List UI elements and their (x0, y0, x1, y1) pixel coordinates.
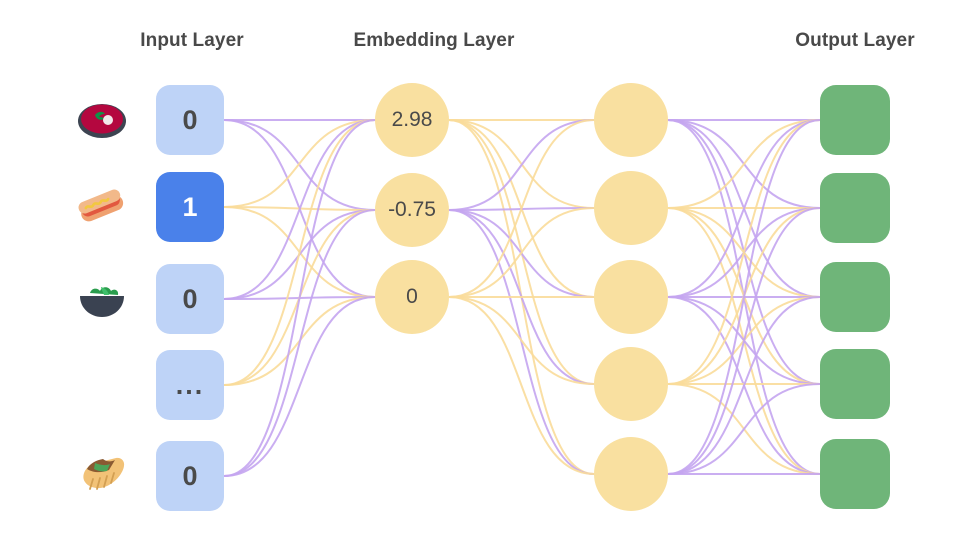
edge (667, 383, 821, 475)
hidden-node-2[interactable] (594, 260, 668, 334)
edge (667, 119, 821, 298)
input-node-1[interactable]: 1 (156, 172, 224, 242)
edge (667, 207, 821, 298)
edge (667, 296, 821, 385)
edge (223, 206, 376, 298)
output-node-3[interactable] (820, 349, 890, 419)
output-node-0[interactable] (820, 85, 890, 155)
edge (223, 209, 376, 386)
hidden-node-4[interactable] (594, 437, 668, 511)
burrito-icon (74, 448, 130, 504)
title-embedding-layer: Embedding Layer (353, 30, 515, 51)
input-node-3[interactable]: ... (156, 350, 224, 420)
edge (223, 296, 376, 300)
edge (667, 119, 821, 385)
edge (667, 383, 821, 475)
edge (667, 207, 821, 475)
output-node-2[interactable] (820, 262, 890, 332)
edge (223, 119, 376, 477)
edge (667, 207, 821, 475)
hot-dog-icon (74, 180, 130, 236)
edge (667, 296, 821, 385)
hidden-node-0[interactable] (594, 83, 668, 157)
edge (223, 206, 376, 211)
edge (223, 119, 376, 211)
edge (667, 296, 821, 475)
embedding-node-2[interactable]: 0 (375, 260, 449, 334)
edge (448, 119, 595, 385)
edge (667, 119, 821, 475)
edge (448, 207, 595, 211)
edge (448, 119, 595, 209)
edge (448, 207, 595, 298)
edge (667, 207, 821, 298)
edge (223, 296, 376, 386)
edge (448, 119, 595, 298)
edge (223, 209, 376, 300)
edge (223, 119, 376, 298)
edge (223, 119, 376, 386)
output-node-4[interactable] (820, 439, 890, 509)
edge (448, 209, 595, 298)
meat-dish-icon (74, 92, 130, 148)
edge (223, 119, 376, 300)
edge (667, 119, 821, 298)
input-node-4[interactable]: 0 (156, 441, 224, 511)
hidden-node-1[interactable] (594, 171, 668, 245)
edge (223, 296, 376, 477)
edge (667, 119, 821, 385)
input-node-2[interactable]: 0 (156, 264, 224, 334)
edge (667, 119, 821, 475)
edge (448, 296, 595, 385)
edge (223, 119, 376, 208)
embedding-node-1[interactable]: -0.75 (375, 173, 449, 247)
edge (223, 209, 376, 477)
edge (448, 119, 595, 211)
edge (448, 119, 595, 298)
edge (667, 207, 821, 385)
edge (448, 296, 595, 475)
salad-bowl-icon (74, 272, 130, 328)
edge (448, 119, 595, 475)
edge (448, 209, 595, 385)
embedding-node-0[interactable]: 2.98 (375, 83, 449, 157)
edge (667, 296, 821, 475)
title-output-layer: Output Layer (795, 30, 915, 51)
edge (667, 119, 821, 209)
edge (667, 119, 821, 209)
hidden-node-3[interactable] (594, 347, 668, 421)
output-node-1[interactable] (820, 173, 890, 243)
edge (448, 209, 595, 475)
title-input-layer: Input Layer (140, 30, 244, 51)
edge (667, 207, 821, 385)
input-node-0[interactable]: 0 (156, 85, 224, 155)
